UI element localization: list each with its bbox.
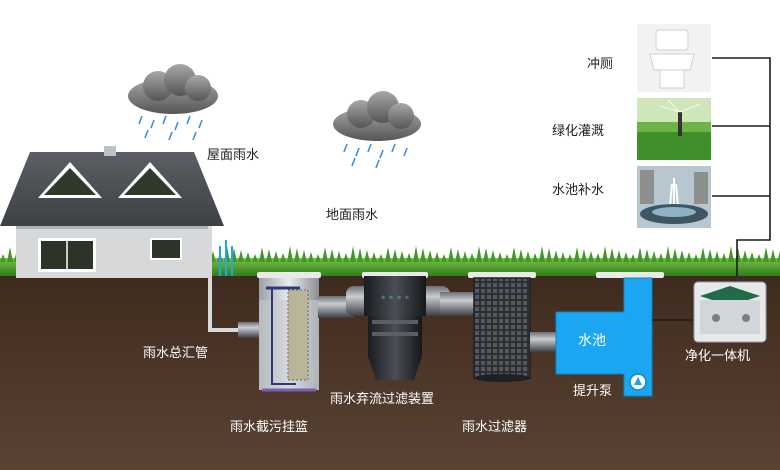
water-tank <box>555 272 664 397</box>
ground-drain-markers <box>219 240 233 276</box>
ground-rain-label: 地面雨水 <box>326 208 379 223</box>
sprinkler-icon <box>637 98 711 160</box>
main-collector-pipe <box>208 226 246 332</box>
pipe-joint <box>238 322 260 338</box>
sediment-basket-chamber <box>257 272 321 392</box>
main-pipe-label: 雨水总汇管 <box>143 346 209 361</box>
pipe-segment <box>530 332 556 352</box>
pump-label: 提升泵 <box>573 384 613 399</box>
fountain-icon <box>637 166 711 228</box>
diverter-label: 雨水弃流过滤装置 <box>330 392 435 407</box>
purifier-box-icon <box>693 281 767 343</box>
toilet-icon <box>637 24 711 92</box>
filter-label: 雨水过滤器 <box>462 420 528 435</box>
cloud-rain-icon <box>333 91 421 169</box>
purifier-label: 净化一体机 <box>685 349 751 364</box>
tank-label: 水池 <box>578 333 606 349</box>
house-icon <box>0 146 224 278</box>
irrigation-label: 绿化灌溉 <box>552 124 605 139</box>
pond-refill-label: 水池补水 <box>552 183 605 198</box>
flush-label: 冲厕 <box>587 57 614 72</box>
cloud-rain-icon <box>128 64 218 141</box>
first-flush-diverter: ＊ ＊ ＊ ＊ <box>346 272 450 380</box>
roof-rain-label: 屋面雨水 <box>207 148 260 163</box>
basket-label: 雨水截污挂篮 <box>230 420 309 435</box>
pump-icon <box>629 373 647 391</box>
pipe-segment <box>318 296 354 318</box>
svg-text:＊ ＊ ＊ ＊: ＊ ＊ ＊ ＊ <box>380 295 410 302</box>
rainwater-filter <box>468 272 536 382</box>
